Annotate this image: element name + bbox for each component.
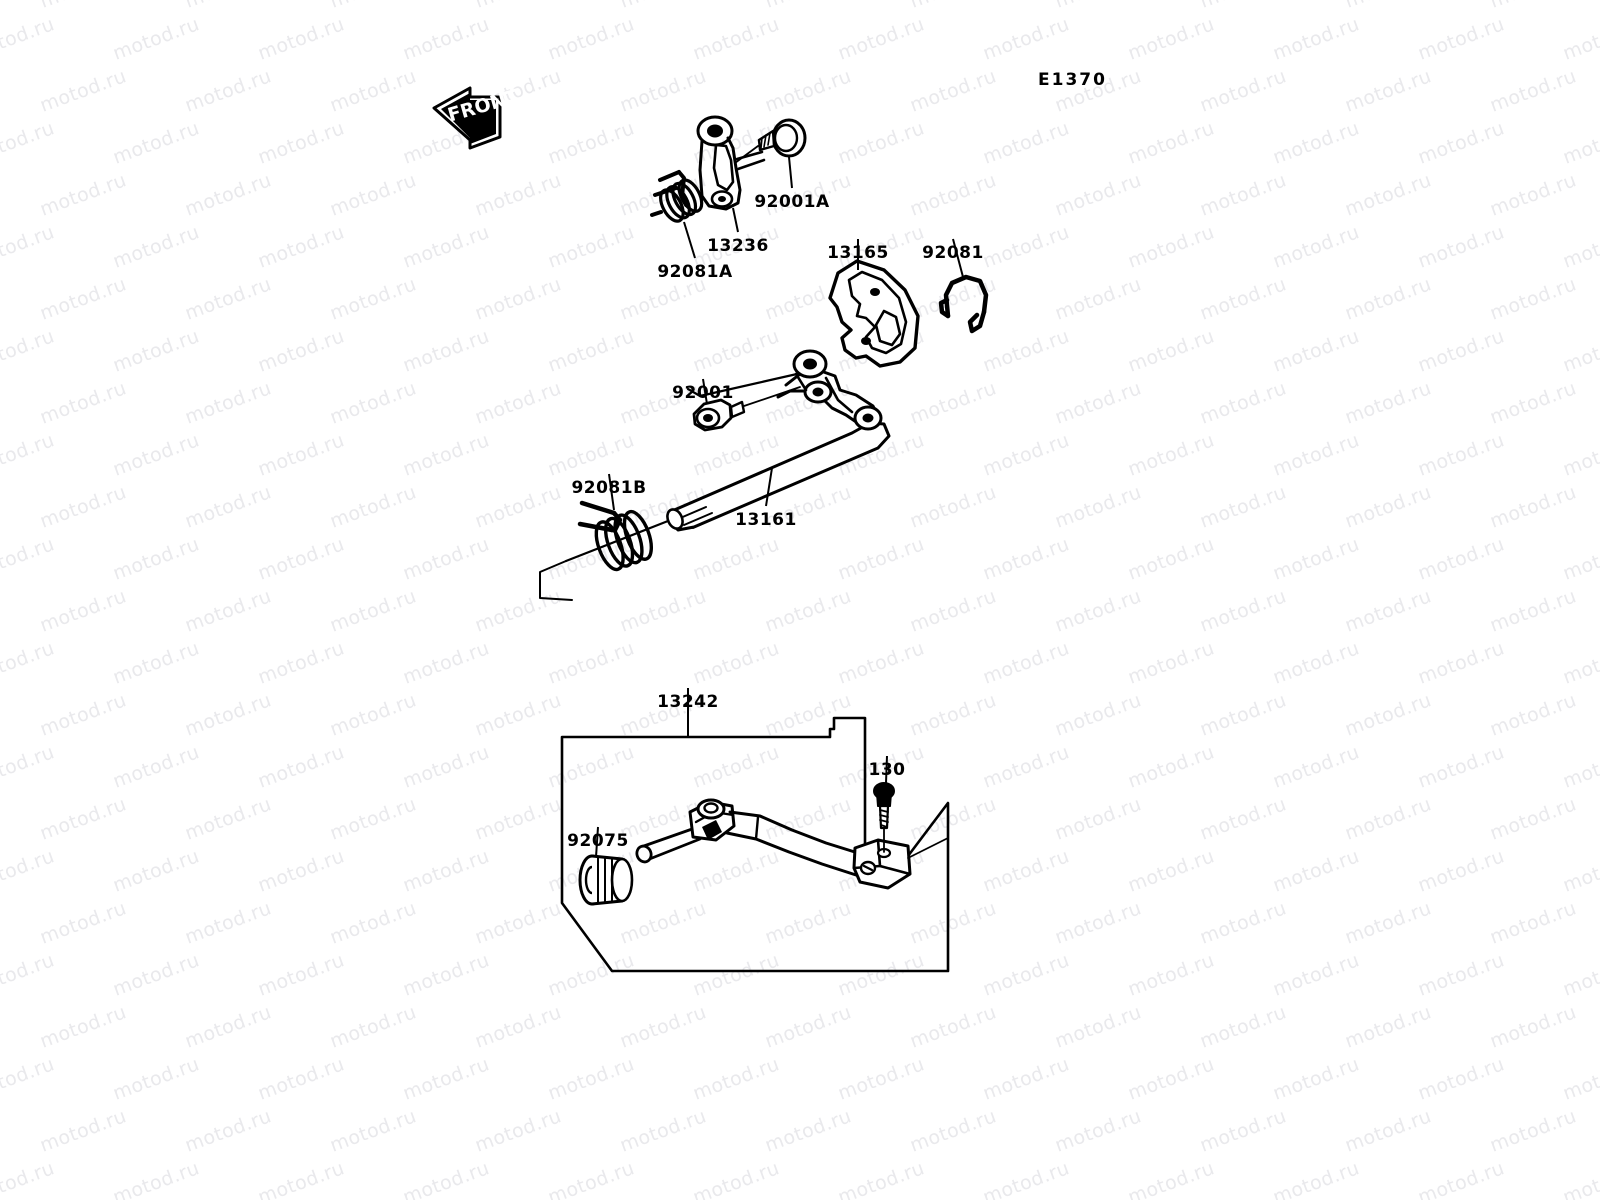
pawl-spring-92081A <box>650 170 704 223</box>
gear-change-shaft-13161 <box>539 349 891 601</box>
pedal-rubber-92075 <box>578 854 634 906</box>
front-arrow-icon <box>432 86 502 150</box>
bolt-92001 <box>692 386 801 432</box>
clip-spring-92081 <box>938 274 989 334</box>
leader-lines <box>595 156 964 858</box>
part-number-13242: 13242 <box>657 692 719 712</box>
part-number-130: 130 <box>868 760 906 780</box>
pawl-arm-13236 <box>696 115 766 211</box>
pedal-bolt-130 <box>873 782 949 859</box>
part-number-92081: 92081 <box>922 243 984 263</box>
part-number-13165: 13165 <box>827 243 889 263</box>
part-number-92001A: 92001A <box>754 192 830 212</box>
part-number-92081B: 92081B <box>571 478 647 498</box>
part-number-92081A: 92081A <box>657 262 733 282</box>
front-arrow-label: FRONT <box>445 85 522 127</box>
part-number-92075: 92075 <box>567 831 629 851</box>
return-spring-92081B <box>577 500 654 572</box>
bolt-92001A <box>734 118 807 164</box>
diagram-id: E1370 <box>1038 70 1107 90</box>
part-number-13236: 13236 <box>707 236 769 256</box>
part-number-13161: 13161 <box>735 510 797 530</box>
part-number-92001: 92001 <box>672 383 734 403</box>
shift-plate-13165 <box>828 259 920 368</box>
